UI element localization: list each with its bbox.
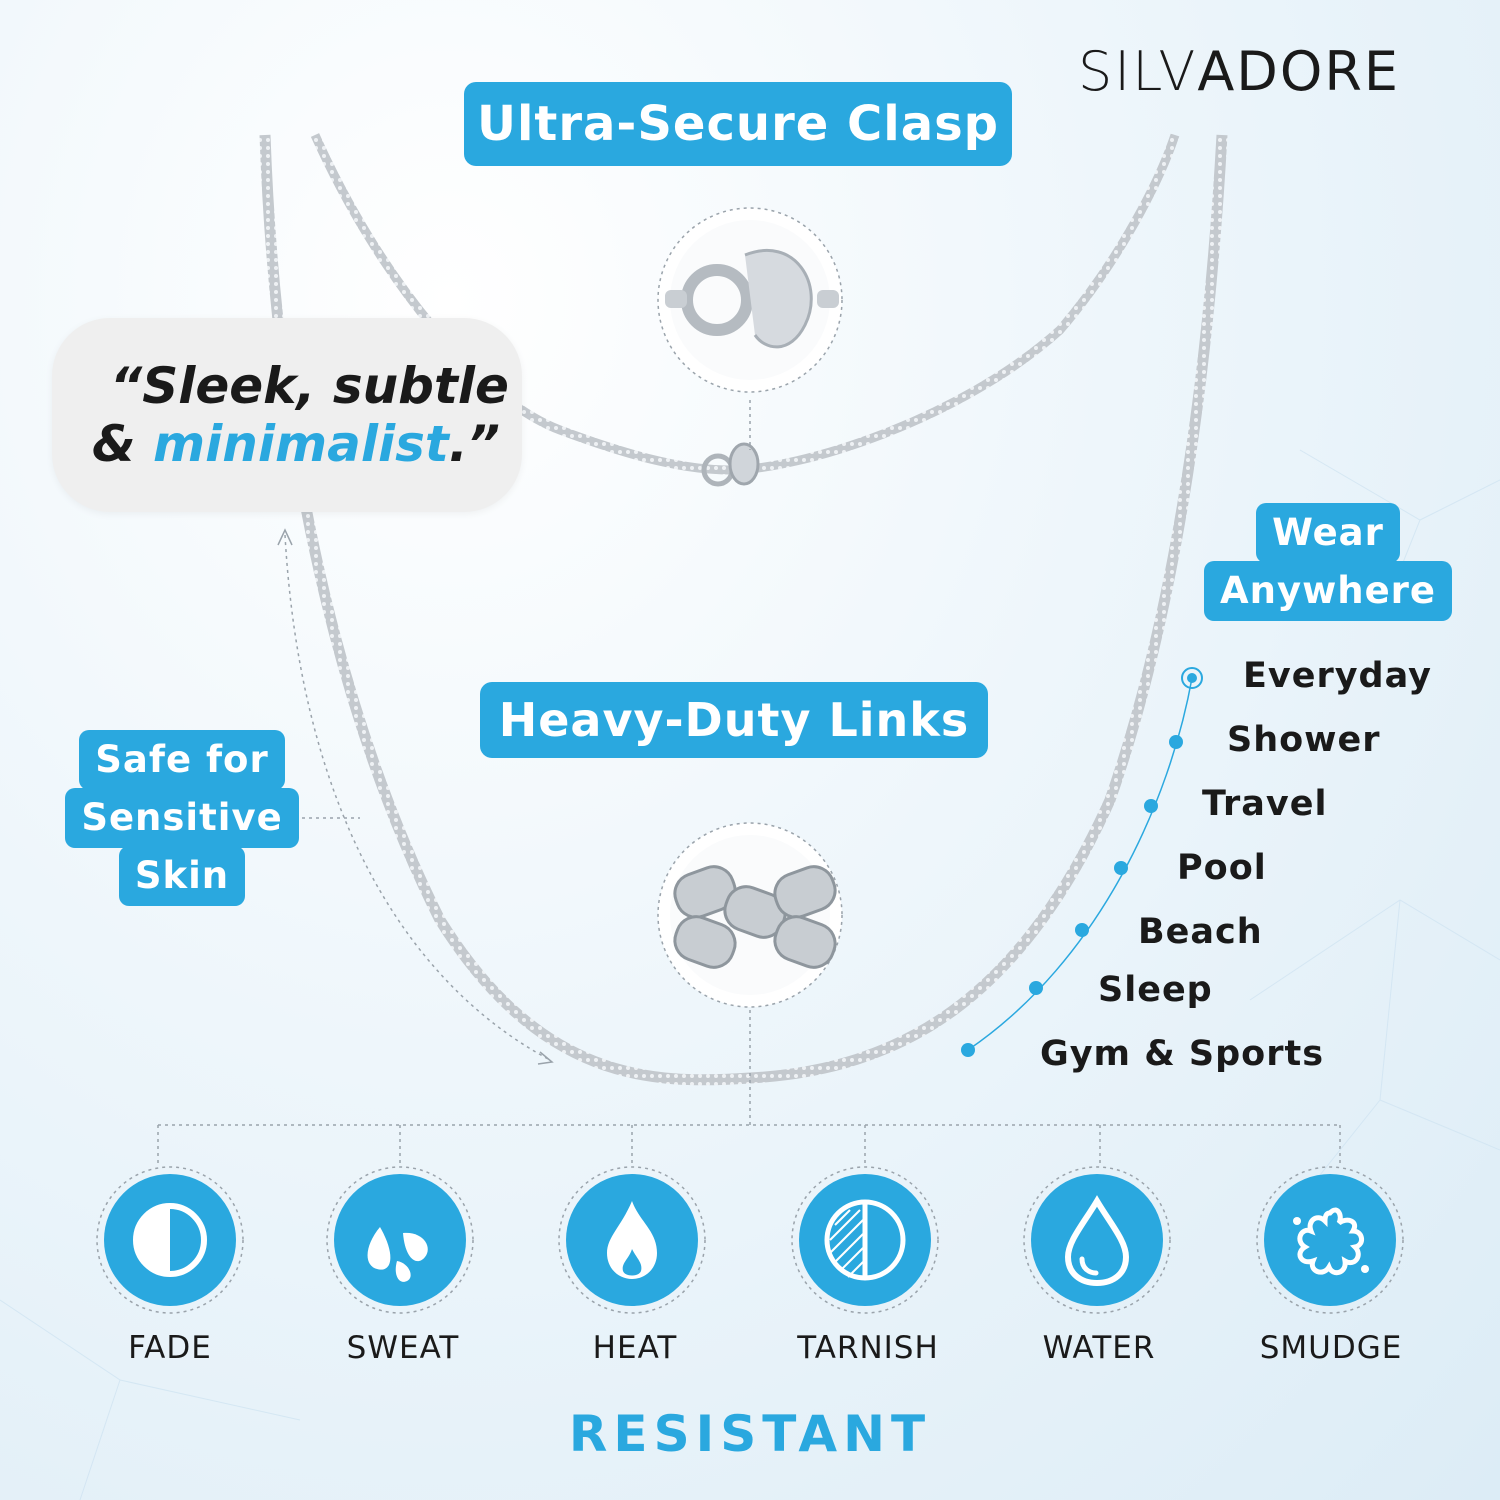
wear-anywhere-tag: Wear Anywhere: [1198, 503, 1458, 621]
resistance-label: HEAT: [592, 1330, 678, 1366]
resistance-label: FADE: [128, 1330, 212, 1366]
resistance-label: SMUDGE: [1259, 1330, 1403, 1366]
water-drop-icon: [1023, 1166, 1171, 1314]
splat-icon: [1256, 1166, 1404, 1314]
links-tag: Heavy-Duty Links: [480, 682, 988, 758]
quote-line-2: & minimalist.”: [92, 415, 500, 473]
quote-bubble: “Sleek, subtle & minimalist.”: [52, 318, 522, 512]
half-circle-icon: [96, 1166, 244, 1314]
tarnish-circle-icon: [791, 1166, 939, 1314]
brand-logo: SILVADORE: [1078, 40, 1400, 103]
wear-item: Pool: [1177, 848, 1267, 888]
wear-item: Travel: [1202, 784, 1328, 824]
quote-line-1: “Sleek, subtle: [110, 357, 509, 415]
safe-skin-tag: Safe for Sensitive Skin: [62, 730, 302, 906]
resistance-label: WATER: [1042, 1330, 1156, 1366]
flame-icon: [558, 1166, 706, 1314]
wear-item: Beach: [1138, 912, 1263, 952]
wear-item: Shower: [1227, 720, 1381, 760]
resistance-label: TARNISH: [797, 1330, 939, 1366]
clasp-on-chain: [701, 442, 760, 487]
clasp-tag: Ultra-Secure Clasp: [464, 82, 1012, 166]
wear-item: Gym & Sports: [1040, 1034, 1325, 1074]
resistant-heading: RESISTANT: [568, 1405, 932, 1463]
sweat-drops-icon: [326, 1166, 474, 1314]
clasp-detail-image: [657, 207, 843, 393]
wear-item: Everyday: [1243, 656, 1432, 696]
long-chain: [259, 134, 1228, 1086]
wear-item: Sleep: [1098, 970, 1213, 1010]
links-detail-image: [657, 822, 843, 1008]
resistance-label: SWEAT: [346, 1330, 460, 1366]
